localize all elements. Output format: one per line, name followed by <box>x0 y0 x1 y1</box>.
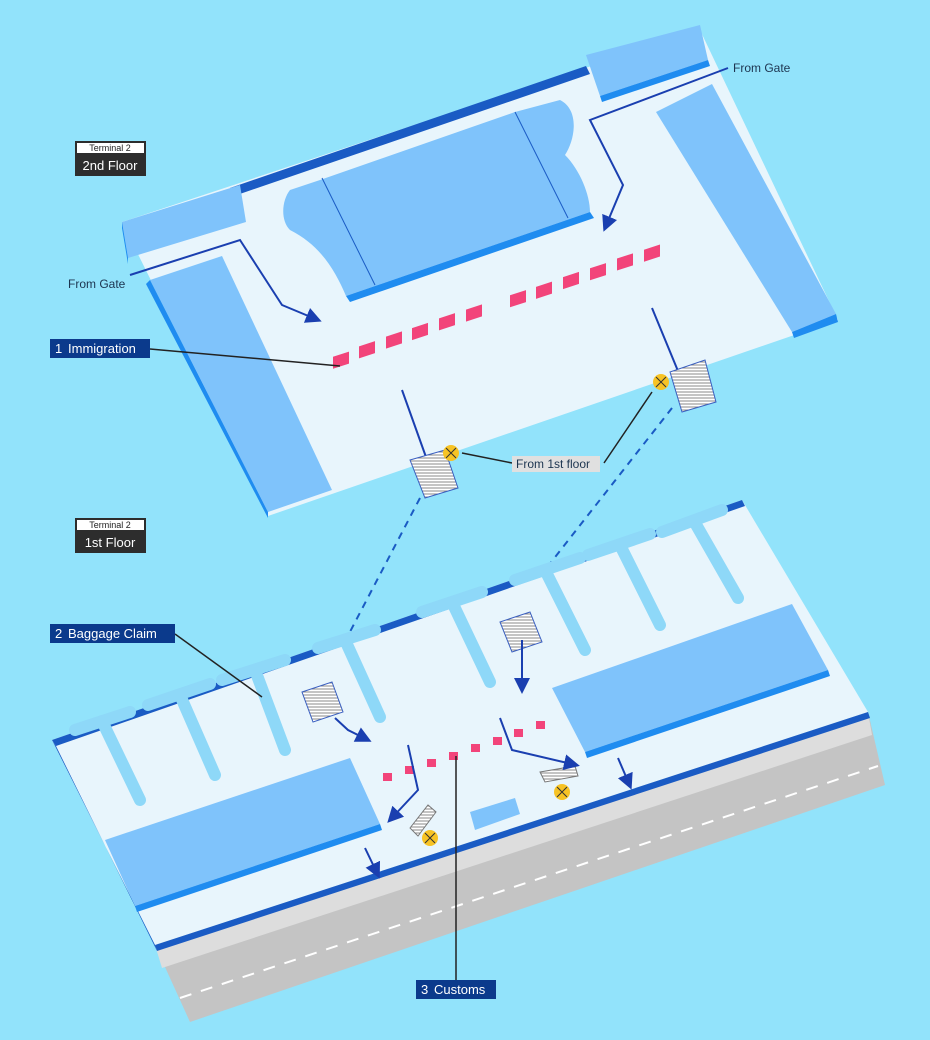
svg-text:2: 2 <box>55 626 62 641</box>
escalator-icon <box>409 445 459 499</box>
floor-name: 1st Floor <box>85 535 136 550</box>
exit-escalator-icon <box>409 804 438 846</box>
svg-text:Immigration: Immigration <box>68 341 136 356</box>
baggage-claim-label: 2 Baggage Claim <box>50 624 175 643</box>
svg-text:1: 1 <box>55 341 62 356</box>
second-floor-plan <box>122 25 838 518</box>
from-gate-label: From Gate <box>68 277 126 291</box>
from-gate-label: From Gate <box>733 61 791 75</box>
from-1st-floor-label: From 1st floor <box>516 457 590 471</box>
customs-desks <box>383 721 545 781</box>
svg-text:3: 3 <box>421 982 428 997</box>
svg-text:Baggage Claim: Baggage Claim <box>68 626 157 641</box>
first-floor-plan <box>52 500 885 1022</box>
escalator-icon <box>499 611 543 653</box>
immigration-desks <box>333 244 660 369</box>
escalator-icon <box>301 681 344 723</box>
escalator-icon <box>653 359 717 413</box>
baggage-carousels <box>69 504 744 806</box>
svg-text:Customs: Customs <box>434 982 486 997</box>
customs-label: 3 Customs <box>416 980 496 999</box>
building-name: Terminal 2 <box>89 143 131 153</box>
floor2-label: Terminal 2 2nd Floor <box>75 141 146 176</box>
floor1-label: Terminal 2 1st Floor <box>75 518 146 553</box>
building-name: Terminal 2 <box>89 520 131 530</box>
immigration-label: 1 Immigration <box>50 339 150 358</box>
floor-name: 2nd Floor <box>83 158 139 173</box>
